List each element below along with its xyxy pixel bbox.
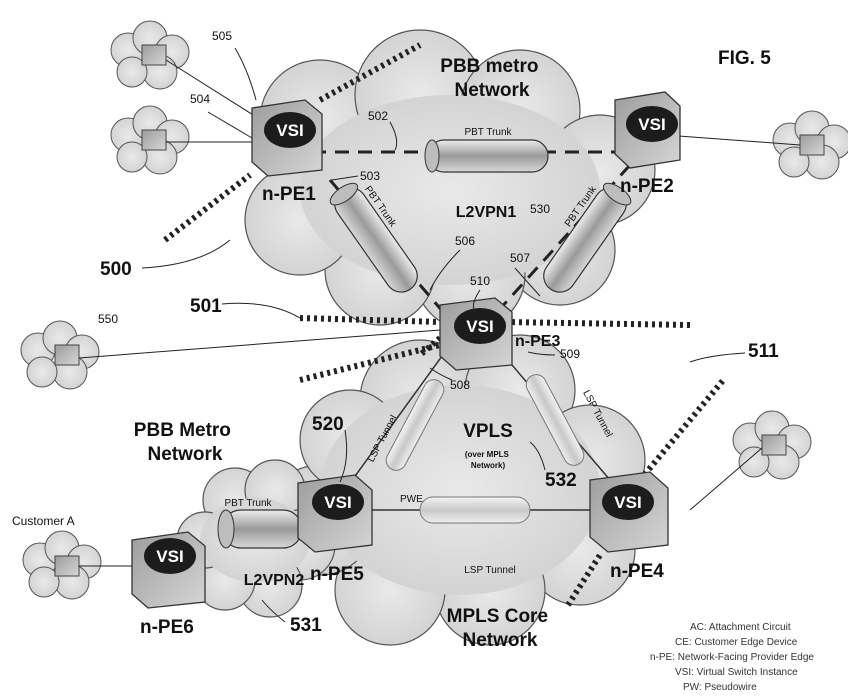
legend-vsi: VSI: Virtual Switch Instance xyxy=(675,667,798,678)
pe3-label: n-PE3 xyxy=(515,333,560,350)
node-pe6: VSI n-PE6 xyxy=(132,532,205,638)
pwe-label: PWE xyxy=(400,494,423,505)
ref-508: 508 xyxy=(450,378,470,392)
node-pe2: VSI n-PE2 xyxy=(615,92,680,197)
ref-506: 506 xyxy=(455,234,475,248)
pe5-label: n-PE5 xyxy=(310,564,364,585)
figure-label: FIG. 5 xyxy=(718,48,771,69)
vsi-label-pe5: VSI xyxy=(324,493,351,512)
ref-532: 532 xyxy=(545,470,577,491)
l2vpn2-label: L2VPN2 xyxy=(244,572,305,589)
ref-511: 511 xyxy=(748,341,779,362)
pe2-label: n-PE2 xyxy=(620,176,674,197)
node-pe5: VSI n-PE5 xyxy=(298,475,372,585)
pbb-metro-left-line1: PBB Metro xyxy=(134,420,231,441)
ref-501: 501 xyxy=(190,296,222,317)
pbb-metro-left-label: PBB Metro Network xyxy=(134,420,236,465)
pbb-metro-top-line1: PBB metro xyxy=(440,56,538,77)
vpls-label: VPLS xyxy=(463,421,513,442)
mpls-core-line1: MPLS Core xyxy=(447,606,548,627)
pbb-metro-left-line2: Network xyxy=(148,444,223,465)
legend: AC: Attachment Circuit CE: Customer Edge… xyxy=(650,622,814,693)
customer-a-label: Customer A xyxy=(12,514,75,528)
legend-pw: PW: Pseudowire xyxy=(683,682,757,693)
pbb-metro-top-line2: Network xyxy=(455,80,530,101)
ref-550: 550 xyxy=(98,312,118,326)
lsp-tunnel-label-bottom: LSP Tunnel xyxy=(464,565,516,576)
ref-520: 520 xyxy=(312,414,344,435)
ref-500: 500 xyxy=(100,259,132,280)
pe4-label: n-PE4 xyxy=(610,561,664,582)
ref-502: 502 xyxy=(368,109,388,123)
ref-530: 530 xyxy=(530,202,550,216)
l2vpn1-label: L2VPN1 xyxy=(456,204,517,221)
pe6-label: n-PE6 xyxy=(140,617,194,638)
node-pe1: VSI n-PE1 xyxy=(252,100,322,205)
ref-504: 504 xyxy=(190,92,210,106)
ref-510: 510 xyxy=(470,274,490,288)
legend-npe: n-PE: Network-Facing Provider Edge xyxy=(650,652,814,663)
vsi-label-pe6: VSI xyxy=(156,547,183,566)
ref-505: 505 xyxy=(212,29,232,43)
vpls-sub-line1: (over MPLS xyxy=(465,450,510,459)
mpls-core-line2: Network xyxy=(463,630,538,651)
vsi-label-pe2: VSI xyxy=(638,115,665,134)
vsi-label-pe1: VSI xyxy=(276,121,303,140)
pbt-trunk-label-top: PBT Trunk xyxy=(464,127,512,138)
ref-509: 509 xyxy=(560,347,580,361)
ref-531: 531 xyxy=(290,615,322,636)
pe1-label: n-PE1 xyxy=(262,184,316,205)
pbt-trunk-label-bottom: PBT Trunk xyxy=(224,498,272,509)
vpls-sub-line2: Network) xyxy=(471,461,506,470)
ref-503: 503 xyxy=(360,169,380,183)
vsi-label-pe3: VSI xyxy=(466,317,493,336)
ref-507: 507 xyxy=(510,251,530,265)
legend-ce: CE: Customer Edge Device xyxy=(675,637,798,648)
vsi-label-pe4: VSI xyxy=(614,493,641,512)
legend-ac: AC: Attachment Circuit xyxy=(690,622,791,633)
